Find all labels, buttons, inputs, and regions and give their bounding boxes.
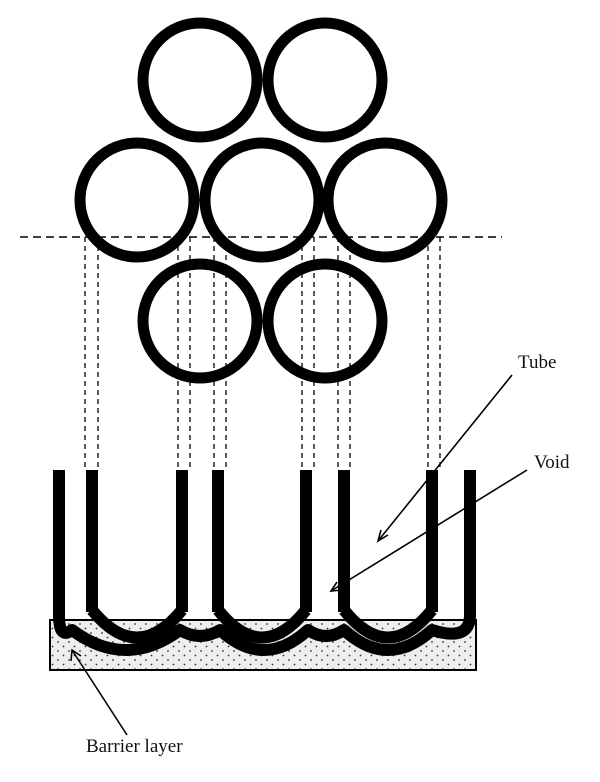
barrier-arrow [71, 649, 128, 736]
tube-arrow [377, 374, 513, 542]
void-label: Void [534, 452, 570, 473]
tube-section-row3-1 [137, 258, 263, 384]
tube-section-row3-2 [262, 258, 388, 384]
tube-section-row2-2 [199, 137, 325, 263]
annotation-arrows [70, 374, 528, 736]
tube-cross-sections [74, 17, 448, 384]
barrier-layer-label: Barrier layer [86, 736, 183, 757]
tube-bottoms [87, 606, 437, 644]
tube-section-row2-1 [74, 137, 200, 263]
tube-label: Tube [518, 352, 556, 373]
tube-section-row2-3 [322, 137, 448, 263]
tube-walls [86, 470, 438, 612]
tube-section-row1-2 [262, 17, 388, 143]
projection-lines [84, 237, 441, 470]
tube-section-row1-1 [137, 17, 263, 143]
tube-cross-section-side [53, 470, 476, 656]
void-arrow [330, 469, 528, 592]
